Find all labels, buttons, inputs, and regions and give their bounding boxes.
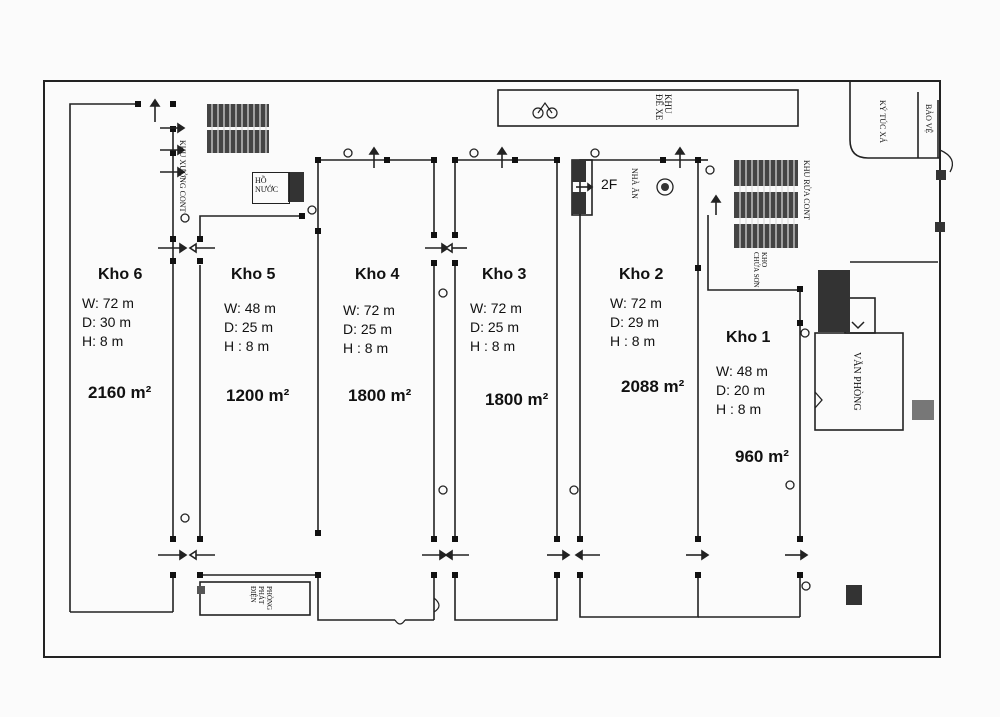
kho6-width: W: 72 m (82, 295, 134, 311)
kho2-specs: W: 72 m D: 29 m H : 8 m (610, 294, 662, 351)
khu-de-xe-wall (497, 89, 799, 127)
phong-phat-dien-wall (199, 581, 311, 616)
kho1-area: 960 m² (735, 447, 789, 466)
kho6-specs: W: 72 m D: 30 m H: 8 m (82, 294, 134, 351)
ky-tuc-xa-wall (849, 82, 940, 159)
kho5-height: H : 8 m (224, 338, 270, 354)
kho1-depth: D: 20 m (716, 382, 766, 398)
kho4-height: H : 8 m (343, 340, 389, 356)
kho4-area: 1800 m² (348, 386, 412, 405)
kho6-name: Kho 6 (98, 266, 143, 283)
khu-xuong-cont-label: KHU XƯỞNG CONT (178, 140, 187, 213)
kho3-depth: D: 25 m (470, 319, 520, 335)
kho1-name: Kho 1 (726, 329, 771, 346)
kho5-width: W: 48 m (224, 300, 276, 316)
kho5-depth: D: 25 m (224, 319, 274, 335)
kho5-area: 1200 m² (226, 386, 290, 405)
kho5-wall (199, 215, 302, 240)
kho3-wall (454, 159, 558, 540)
ho-nuoc-label: HỒ NƯỚC (255, 176, 279, 194)
khu-de-xe-label: KHU ĐỂ XE (654, 94, 673, 121)
kho3-name: Kho 3 (482, 266, 527, 283)
kho3-width: W: 72 m (470, 300, 522, 316)
kho2-depth: D: 29 m (610, 314, 660, 330)
kho6-area: 2160 m² (88, 383, 152, 402)
van-phong-label: VĂN PHÒNG (851, 352, 862, 411)
kho2-name: Kho 2 (619, 266, 664, 283)
kho2-area: 2088 m² (621, 377, 685, 396)
kho2-height: H : 8 m (610, 333, 656, 349)
phong-phat-dien-label: PHÒNG PHÁT ĐIỆN (249, 586, 273, 611)
kho6-wall (69, 103, 138, 612)
bicycle-icon (532, 101, 558, 119)
kho4-specs: W: 72 m D: 25 m H : 8 m (343, 301, 395, 358)
kho1-wall (707, 215, 801, 540)
kho3-height: H : 8 m (470, 338, 516, 354)
ho-nuoc-box: HỒ NƯỚC (252, 172, 290, 204)
bao-ve-label: BẢO VỆ (924, 104, 933, 134)
site-boundary (43, 80, 941, 658)
khu-rua-cont-label: KHU RỬA CONT (802, 160, 811, 220)
kho6-depth: D: 30 m (82, 314, 132, 330)
nha-an-label: NHÀ ĂN (630, 168, 639, 199)
kho3-area: 1800 m² (485, 390, 549, 409)
kho4-depth: D: 25 m (343, 321, 393, 337)
kho1-width: W: 48 m (716, 363, 768, 379)
kho4-wall (317, 159, 435, 235)
kho-chua-son-label: KHO CHỨA SƠN (752, 252, 768, 288)
kho4-name: Kho 4 (355, 266, 400, 283)
kho2-wall (579, 159, 699, 540)
kho1-specs: W: 48 m D: 20 m H : 8 m (716, 362, 768, 419)
kho5-specs: W: 48 m D: 25 m H : 8 m (224, 299, 276, 356)
kho3-specs: W: 72 m D: 25 m H : 8 m (470, 299, 522, 356)
kho2-width: W: 72 m (610, 295, 662, 311)
ky-tuc-xa-label: KÝ TÚC XÁ (878, 100, 887, 143)
kho6-height: H: 8 m (82, 333, 124, 349)
kho5-name: Kho 5 (231, 266, 276, 283)
floor-2f-label: 2F (601, 176, 618, 192)
kho4-width: W: 72 m (343, 302, 395, 318)
kho1-height: H : 8 m (716, 401, 762, 417)
